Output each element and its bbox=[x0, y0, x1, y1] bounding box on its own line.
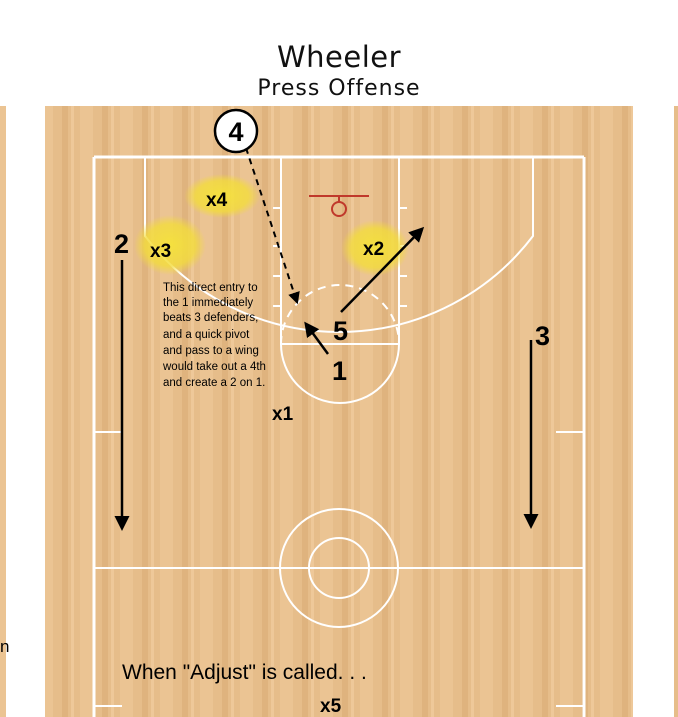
right-court-edge bbox=[674, 106, 678, 717]
note-line: and create a 2 on 1. bbox=[163, 377, 265, 389]
x2-highlight bbox=[341, 220, 409, 276]
coaching-note: This direct entry to the 1 immediately b… bbox=[162, 282, 266, 389]
player-4-label: 4 bbox=[228, 117, 243, 147]
player-3-label: 3 bbox=[535, 321, 550, 351]
diagram-title: Wheeler bbox=[276, 40, 402, 74]
note-line: the 1 immediately bbox=[163, 297, 253, 309]
player-4-circle bbox=[213, 108, 259, 154]
note-line: and pass to a wing bbox=[163, 345, 259, 357]
note-line: This direct entry to bbox=[163, 282, 258, 294]
note-line: beats 3 defenders, bbox=[163, 312, 258, 324]
defender-x5: x5 bbox=[320, 696, 342, 717]
defender-x1: x1 bbox=[272, 404, 294, 425]
player-2-label: 2 bbox=[114, 229, 129, 259]
left-court-edge bbox=[0, 106, 6, 717]
pass-arrow-4-to-1 bbox=[245, 147, 300, 305]
cut-arrow-5 bbox=[340, 226, 425, 313]
cut-arrow-1 bbox=[304, 321, 330, 355]
rim bbox=[331, 201, 347, 217]
x3-highlight bbox=[134, 215, 206, 275]
diagram-subtitle: Press Offense bbox=[257, 76, 421, 101]
adjust-caption: When "Adjust" is called. . . bbox=[122, 661, 367, 684]
note-line: would take out a 4th bbox=[162, 361, 266, 373]
player-5-label: 5 bbox=[333, 316, 348, 346]
left-edge-text: n bbox=[0, 637, 9, 656]
x4-highlight bbox=[184, 174, 260, 218]
defender-x4: x4 bbox=[206, 190, 228, 211]
court-floor bbox=[45, 106, 633, 717]
defender-x3: x3 bbox=[150, 241, 171, 262]
note-line: and a quick pivot bbox=[163, 329, 250, 341]
player-1-label: 1 bbox=[332, 356, 347, 386]
defender-x2: x2 bbox=[363, 239, 384, 260]
